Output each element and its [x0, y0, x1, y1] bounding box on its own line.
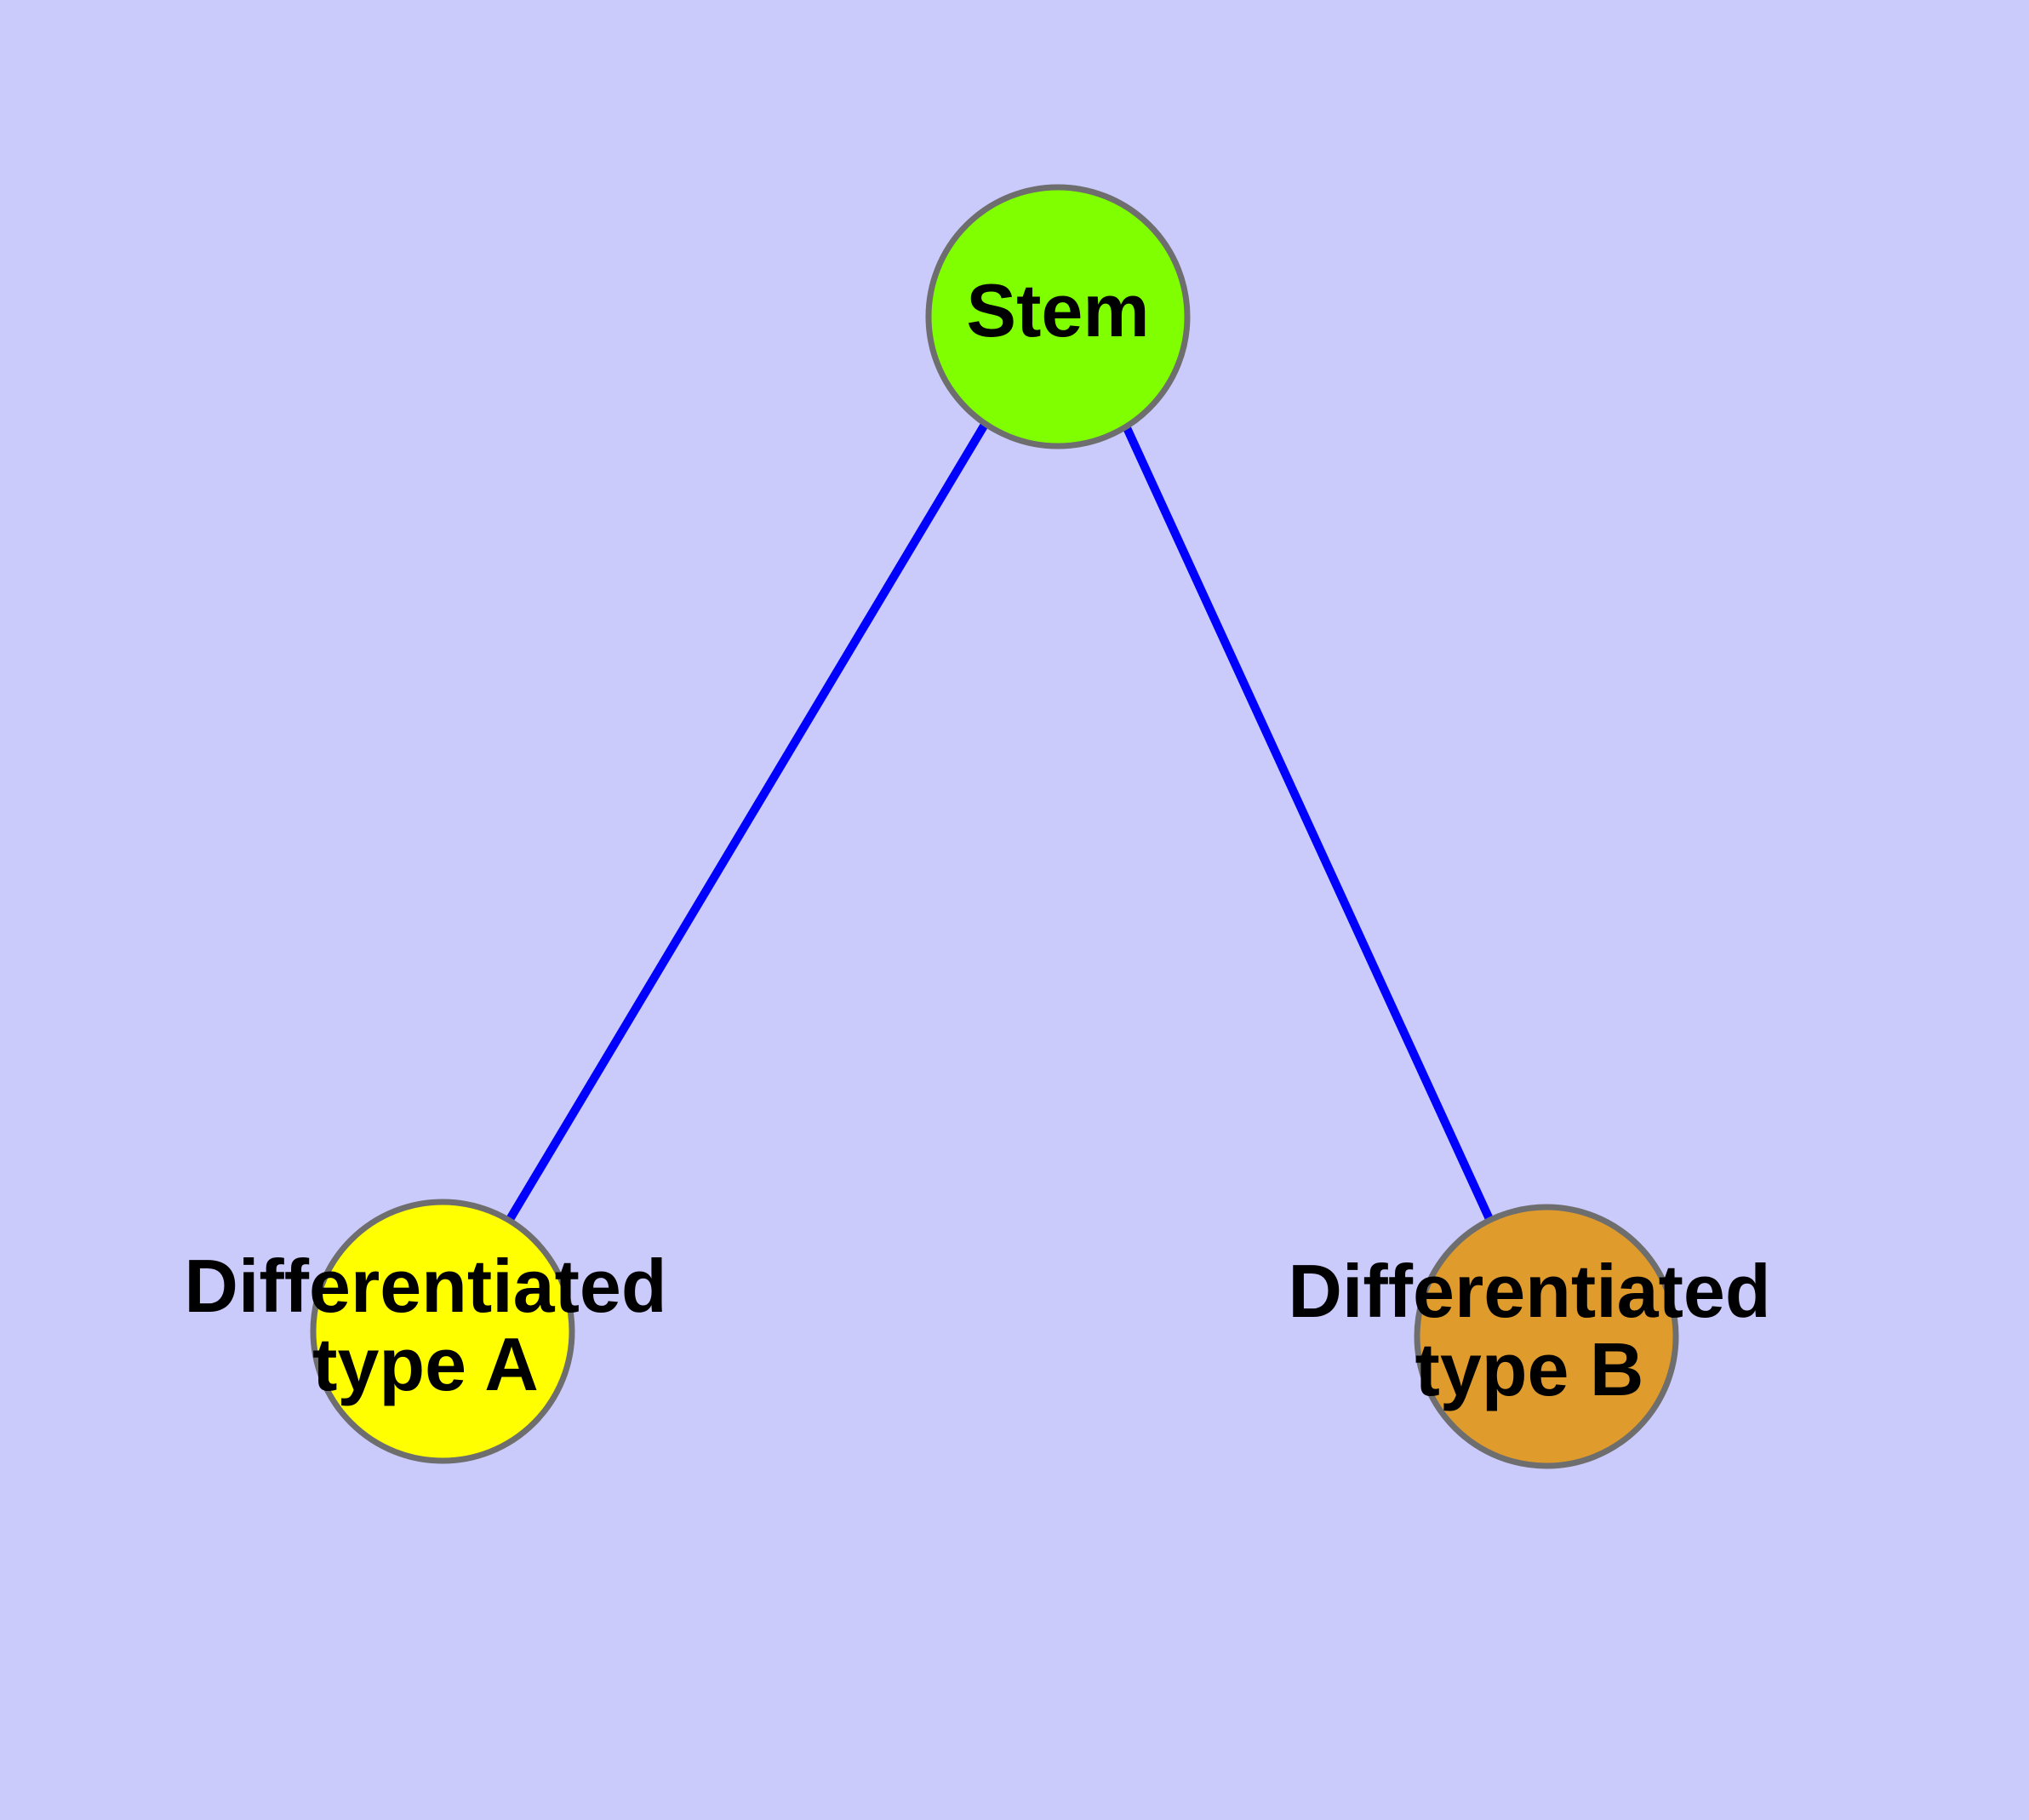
- node-label-line: Stem: [966, 268, 1149, 352]
- node-label-line: Differentiated: [1288, 1249, 1770, 1333]
- graph-node-stem[interactable]: [925, 184, 1191, 449]
- edge-layer: [505, 418, 1494, 1223]
- graph-node-diff-b[interactable]: [1414, 1204, 1679, 1469]
- node-layer: [310, 184, 1679, 1469]
- node-label-line: Differentiated: [184, 1244, 666, 1328]
- graph-node-diff-a[interactable]: [310, 1199, 575, 1464]
- graph-edge-stem-to-diff-b[interactable]: [1119, 418, 1494, 1222]
- node-label-line: type A: [312, 1322, 539, 1406]
- graph-edge-stem-to-diff-a[interactable]: [505, 421, 990, 1223]
- node-label-line: type B: [1415, 1327, 1644, 1411]
- node-label-stem: Stem: [966, 268, 1149, 352]
